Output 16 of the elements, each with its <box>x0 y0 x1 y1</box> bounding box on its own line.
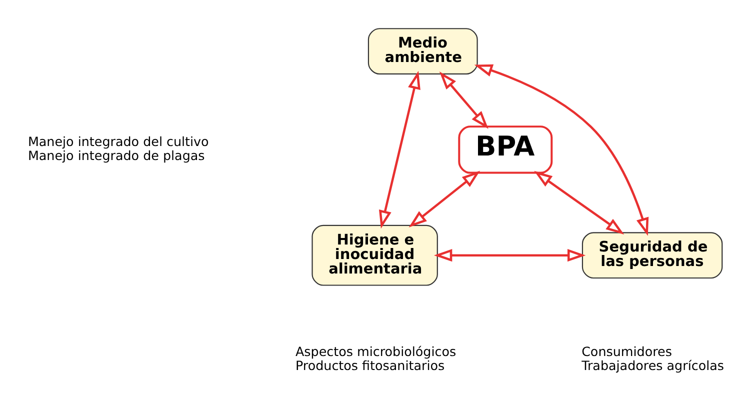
arrow <box>434 248 586 262</box>
arrow <box>534 170 624 235</box>
node-label: Trabajadores agrícolas <box>582 358 724 373</box>
node-box: Medio ambiente <box>368 28 478 74</box>
node-box: BPA <box>458 126 553 174</box>
node-box: Seguridad de las personas <box>582 232 723 279</box>
node-label: Manejo integrado de plagas <box>28 148 205 163</box>
arrow <box>378 70 420 229</box>
arrow <box>408 170 480 228</box>
node-label: Manejo integrado del cultivo <box>28 134 209 150</box>
node-label: Consumidores <box>582 344 672 360</box>
node-box: Higiene e inocuidad alimentaria <box>312 224 438 286</box>
arrow <box>474 64 649 236</box>
node-label: Aspectos microbiológicos <box>295 344 456 360</box>
arrow <box>439 72 488 129</box>
node-label: Productos fitosanitarios <box>295 358 445 373</box>
